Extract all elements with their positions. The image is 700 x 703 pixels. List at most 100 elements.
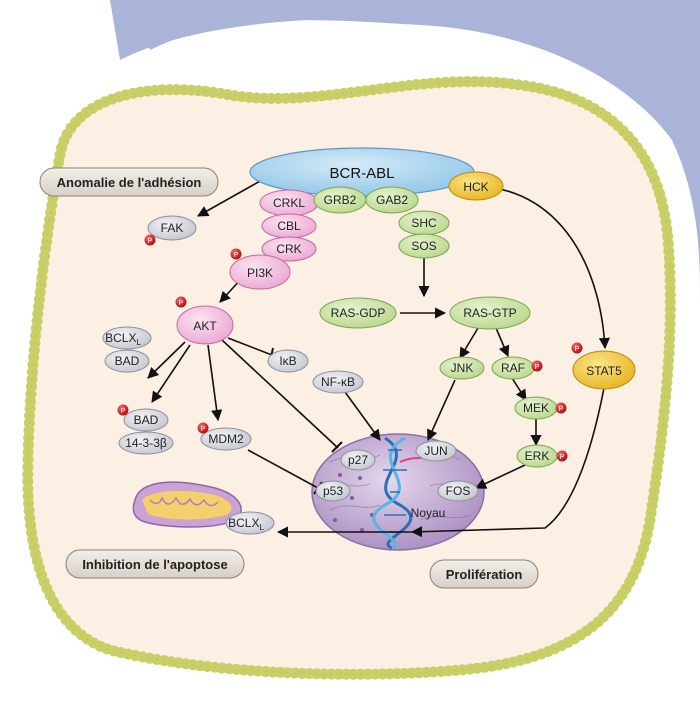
phospho-mdm2: P xyxy=(197,422,209,434)
node-mdm2[interactable]: MDM2 xyxy=(200,427,252,451)
node-bad-top[interactable]: BAD xyxy=(104,349,150,373)
node-fak[interactable]: FAK xyxy=(147,215,197,241)
label-crkl: CRKL xyxy=(273,196,305,210)
node-bcr-abl[interactable]: BCR-ABL xyxy=(249,147,475,197)
label-jnk: JNK xyxy=(451,361,474,375)
node-ikb[interactable]: IκB xyxy=(267,349,309,373)
node-shc[interactable]: SHC xyxy=(398,210,450,236)
extracellular-blue-top xyxy=(110,0,700,200)
label-bclx-bottom: BCLXL xyxy=(228,516,264,532)
arrow-bcrabl-fak xyxy=(197,179,263,217)
phospho-pi3k: P xyxy=(230,248,242,260)
label-bcr-abl: BCR-ABL xyxy=(329,165,394,182)
arrow-rasgtp-raf xyxy=(495,327,510,358)
arrow-nfkb-nucleus xyxy=(344,391,381,441)
phospho-mek: P xyxy=(555,402,567,414)
label-ras-gdp: RAS-GDP xyxy=(331,306,386,320)
node-cbl[interactable]: CBL xyxy=(261,213,317,239)
phospho-akt: P xyxy=(175,296,187,308)
callout-proliferation: Prolifération xyxy=(429,559,539,589)
label-crk: CRK xyxy=(276,242,301,256)
arrow-akt-bad-bottom xyxy=(151,344,191,403)
callout-adhesion: Anomalie de l'adhésion xyxy=(39,167,219,197)
arrow-akt-bad xyxy=(147,341,186,379)
arrow-stat5-nucleus xyxy=(410,387,605,538)
node-ras-gtp[interactable]: RAS-GTP xyxy=(449,296,531,330)
node-jun[interactable]: JUN xyxy=(415,440,457,462)
label-sos: SOS xyxy=(411,239,436,253)
node-p53[interactable]: p53 xyxy=(315,480,351,502)
callout-apoptose-text: Inhibition de l'apoptose xyxy=(82,557,227,572)
membrane-outline xyxy=(27,81,671,675)
node-mek[interactable]: MEK xyxy=(514,396,558,420)
svg-text:P: P xyxy=(575,346,580,353)
svg-text:P: P xyxy=(201,426,206,433)
callout-apoptose: Inhibition de l'apoptose xyxy=(65,549,245,579)
node-gab2[interactable]: GAB2 xyxy=(365,186,419,214)
label-p27: p27 xyxy=(348,453,368,467)
label-ras-gtp: RAS-GTP xyxy=(463,306,516,320)
label-nfkb: NF-κB xyxy=(321,375,355,389)
phospho-stat5: P xyxy=(571,342,583,354)
label-bad-top: BAD xyxy=(115,354,140,368)
node-crkl[interactable]: CRKL xyxy=(259,189,319,217)
callout-adhesion-text: Anomalie de l'adhésion xyxy=(57,175,202,190)
node-sos[interactable]: SOS xyxy=(398,233,450,259)
node-crk[interactable]: CRK xyxy=(261,236,317,262)
arrow-akt-mdm2 xyxy=(207,344,223,422)
node-raf[interactable]: RAF xyxy=(491,356,535,380)
phospho-bad: P xyxy=(117,404,129,416)
inhibit-akt-ikb xyxy=(227,337,273,356)
label-jun: JUN xyxy=(424,444,447,458)
label-mdm2: MDM2 xyxy=(208,432,244,446)
svg-text:P: P xyxy=(560,454,565,461)
label-14-3-3b: 14-3-3β xyxy=(125,436,167,450)
node-bad-bottom[interactable]: BAD xyxy=(123,408,169,432)
label-erk: ERK xyxy=(525,449,550,463)
phospho-erk: P xyxy=(556,450,568,462)
node-jnk[interactable]: JNK xyxy=(439,356,485,380)
inhibit-akt-p27 xyxy=(221,339,339,449)
node-erk[interactable]: ERK xyxy=(516,444,558,468)
node-14-3-3b[interactable]: 14-3-3β xyxy=(118,431,174,455)
node-ras-gdp[interactable]: RAS-GDP xyxy=(319,297,397,329)
arrow-erk-fos xyxy=(474,464,526,489)
phospho-raf: P xyxy=(531,360,543,372)
node-akt[interactable]: AKT xyxy=(176,305,234,345)
svg-text:P: P xyxy=(535,364,540,371)
node-bclx-bottom[interactable]: BCLXL xyxy=(225,511,275,535)
svg-text:P: P xyxy=(559,406,564,413)
label-stat5: STAT5 xyxy=(586,364,622,378)
node-p27[interactable]: p27 xyxy=(340,449,376,471)
arrow-jnk-jun xyxy=(427,379,456,442)
node-bclx-top[interactable]: BCLXL xyxy=(102,326,152,350)
inhibit-mdm2-p53 xyxy=(247,449,319,489)
svg-text:P: P xyxy=(179,300,184,307)
label-akt: AKT xyxy=(193,319,217,333)
label-fos: FOS xyxy=(446,484,471,498)
arrow-raf-mek xyxy=(511,377,527,401)
label-mek: MEK xyxy=(523,401,549,415)
svg-text:P: P xyxy=(148,238,153,245)
label-pi3k: PI3K xyxy=(247,266,273,280)
node-nfkb[interactable]: NF-κB xyxy=(312,370,364,394)
label-raf: RAF xyxy=(501,361,525,375)
node-pi3k[interactable]: PI3K xyxy=(229,254,291,290)
label-gab2: GAB2 xyxy=(376,193,408,207)
mitochondrion xyxy=(132,481,242,528)
svg-text:P: P xyxy=(234,252,239,259)
phospho-markers: P P P P P P P P P xyxy=(117,234,583,462)
node-grb2[interactable]: GRB2 xyxy=(313,186,367,214)
label-p53: p53 xyxy=(323,484,343,498)
node-fos[interactable]: FOS xyxy=(437,480,479,502)
label-grb2: GRB2 xyxy=(324,193,357,207)
label-cbl: CBL xyxy=(277,219,301,233)
node-hck[interactable]: HCK xyxy=(448,171,504,201)
callout-proliferation-text: Prolifération xyxy=(446,567,523,582)
label-bclx-top: BCLXL xyxy=(105,331,141,347)
label-fak: FAK xyxy=(161,221,184,235)
label-shc: SHC xyxy=(411,216,437,230)
node-stat5[interactable]: STAT5 xyxy=(572,350,636,390)
